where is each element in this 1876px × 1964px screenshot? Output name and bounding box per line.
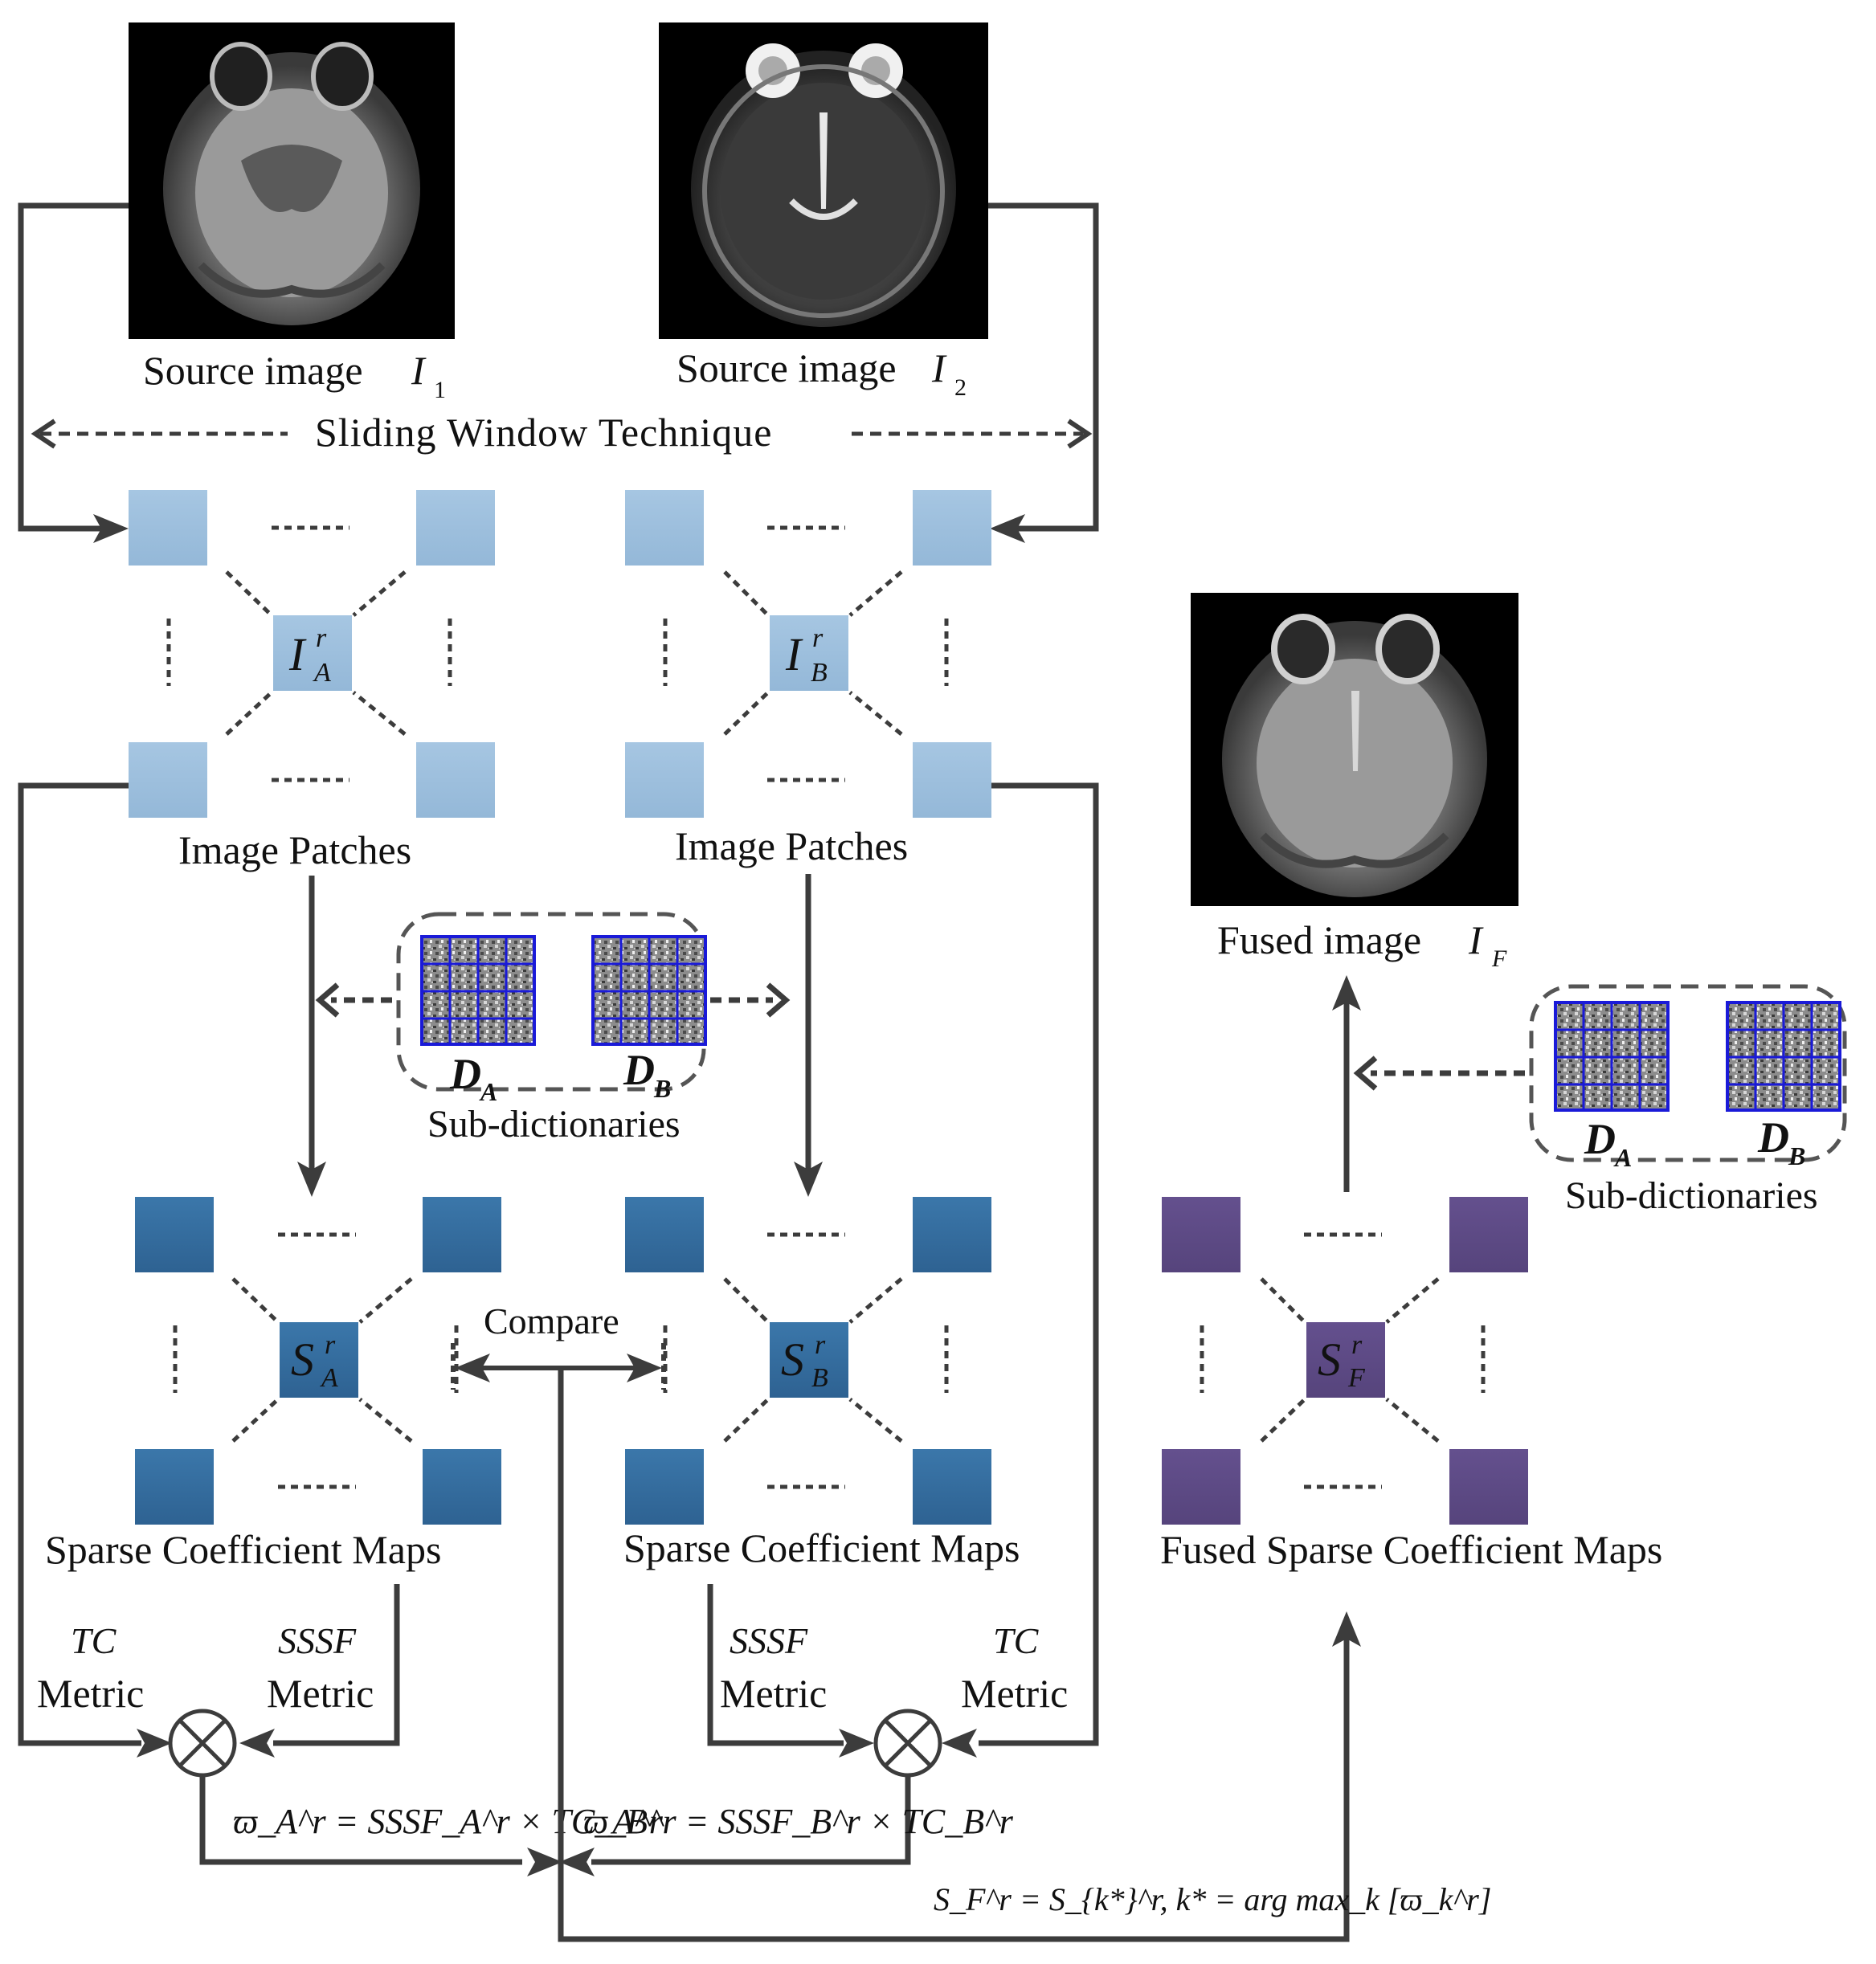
sub-dictionaries-right-label: Sub-dictionaries [1565, 1174, 1818, 1217]
fusion-rule-connector [558, 1368, 1350, 1942]
image-patches-a [129, 490, 495, 818]
dictionary-a-thumbnail [420, 935, 536, 1046]
dictionary-b-subscript: B [653, 1074, 671, 1103]
sparse-a-center-sup: r [325, 1330, 336, 1360]
sliding-window-arrow [31, 419, 1093, 449]
tc-metric-left-name: TC [71, 1620, 117, 1661]
tc-metric-right-word: Metric [961, 1671, 1068, 1716]
sparse-f-center-symbol: S [1318, 1333, 1341, 1386]
sparse-a-center-sub: A [320, 1363, 338, 1393]
fused-image-symbol: I [1468, 917, 1484, 962]
dictionary-to-left-arrow [315, 982, 392, 1018]
tc-right-arrowhead [942, 1729, 977, 1758]
source-image-2-subscript: 2 [954, 374, 967, 401]
right-metric-connectors [591, 782, 1099, 1865]
dictionary-b-right-subscript: B [1788, 1141, 1805, 1170]
image-patch-b-center [770, 615, 848, 691]
fused-image-caption: Fused image [1217, 917, 1421, 962]
fused-sparse-to-image-arrow [1332, 975, 1361, 1192]
left-metric-connectors [18, 782, 522, 1865]
right-dictionary-arrow [1353, 1055, 1525, 1091]
sparse-maps-b-label: Sparse Coefficient Maps [623, 1525, 1020, 1570]
sparse-f-center-sub: F [1347, 1363, 1366, 1393]
sssf-right-arrowhead [839, 1729, 874, 1758]
patch-a-center-sup: r [316, 623, 327, 653]
sssf-metric-right-name: SSSF [730, 1620, 808, 1661]
sparse-map-a-center [280, 1322, 358, 1398]
image-patches-b-label: Image Patches [675, 823, 908, 868]
fusion-rule-arrowhead [1332, 1611, 1361, 1647]
sparse-b-center-sub: B [811, 1363, 828, 1393]
sub-dictionaries-right [1529, 984, 1847, 1162]
dictionary-b-right-symbol: D [1757, 1113, 1789, 1162]
weight-formula-b: ϖ_B^r = SSSF_B^r × TC_B^r [583, 1802, 1014, 1841]
patch-a-center-symbol: I [288, 628, 307, 680]
fusion-rule-formula: S_F^r = S_{k*}^r, k* = arg max_k [ϖ_k^r] [934, 1881, 1491, 1917]
source-image-1-caption: Source image [143, 348, 363, 393]
dictionary-a-subscript: A [479, 1077, 497, 1106]
patch-b-center-sup: r [812, 623, 824, 653]
fused-sparse-maps-label: Fused Sparse Coefficient Maps [1160, 1527, 1662, 1572]
sparse-f-center-sup: r [1351, 1330, 1363, 1360]
sssf-left-arrowhead [239, 1729, 275, 1758]
weight-right-arrowhead [559, 1848, 595, 1876]
sliding-window-label: Sliding Window Technique [315, 410, 772, 455]
sparse-maps-b [625, 1197, 991, 1525]
source-image-2-symbol: I [931, 345, 947, 390]
dictionary-to-right-arrow [710, 982, 791, 1018]
weight-left-arrowhead [527, 1848, 562, 1876]
fused-image [1191, 593, 1518, 906]
patch-a-center-sub: A [313, 658, 331, 688]
image-patches-a-label: Image Patches [178, 827, 411, 872]
sssf-metric-left-name: SSSF [278, 1620, 357, 1661]
source1-to-patches-connector [18, 202, 129, 543]
dictionary-a-thumbnail-right [1554, 1001, 1670, 1112]
sssf-metric-right-word: Metric [720, 1671, 827, 1716]
tc-metric-right-name: TC [993, 1620, 1040, 1661]
tc-left-arrowhead [137, 1729, 172, 1758]
source-image-1-subscript: 1 [434, 377, 446, 403]
dictionary-b-thumbnail-right [1726, 1001, 1841, 1112]
dictionary-b-symbol: D [623, 1046, 655, 1094]
dictionary-a-right-subscript: A [1613, 1143, 1632, 1172]
compare-arrowhead-right [627, 1354, 662, 1382]
sub-dictionaries-center-label: Sub-dictionaries [427, 1103, 681, 1145]
image-patches-b [625, 490, 991, 818]
sparse-maps-a-label: Sparse Coefficient Maps [45, 1527, 441, 1572]
sparse-b-center-symbol: S [781, 1333, 804, 1386]
sparse-maps-a [135, 1197, 501, 1525]
fused-sparse-map-center [1306, 1322, 1385, 1398]
compare-label: Compare [484, 1300, 619, 1341]
compare-arrowhead-left [455, 1354, 490, 1382]
patches-a-to-sparse-arrow [297, 876, 326, 1197]
tc-metric-left-word: Metric [37, 1671, 144, 1716]
sssf-metric-left-word: Metric [267, 1671, 374, 1716]
sparse-a-center-symbol: S [291, 1333, 314, 1386]
source-image-1 [129, 22, 455, 339]
source-image-1-symbol: I [411, 348, 427, 393]
multiply-node-left [168, 1709, 237, 1778]
fused-image-subscript: F [1491, 945, 1507, 972]
patches-b-to-sparse-arrow [794, 874, 823, 1197]
sub-dictionaries-center [396, 912, 707, 1092]
fused-sparse-maps [1162, 1197, 1528, 1525]
sparse-b-center-sup: r [815, 1330, 826, 1360]
dictionary-a-right-symbol: D [1584, 1115, 1616, 1163]
patch-b-center-symbol: I [785, 628, 803, 680]
source2-to-patches-connector [988, 202, 1099, 543]
multiply-node-right [873, 1709, 942, 1778]
dictionary-b-thumbnail [591, 935, 707, 1046]
image-patch-a-center [273, 615, 352, 691]
weight-formula-a: ϖ_A^r = SSSF_A^r × TC_A^r [233, 1802, 664, 1841]
source-image-2-caption: Source image [676, 345, 897, 390]
source-image-2 [659, 22, 988, 339]
sparse-map-b-center [770, 1322, 848, 1398]
dictionary-a-symbol: D [449, 1050, 481, 1098]
patch-b-center-sub: B [811, 658, 828, 688]
